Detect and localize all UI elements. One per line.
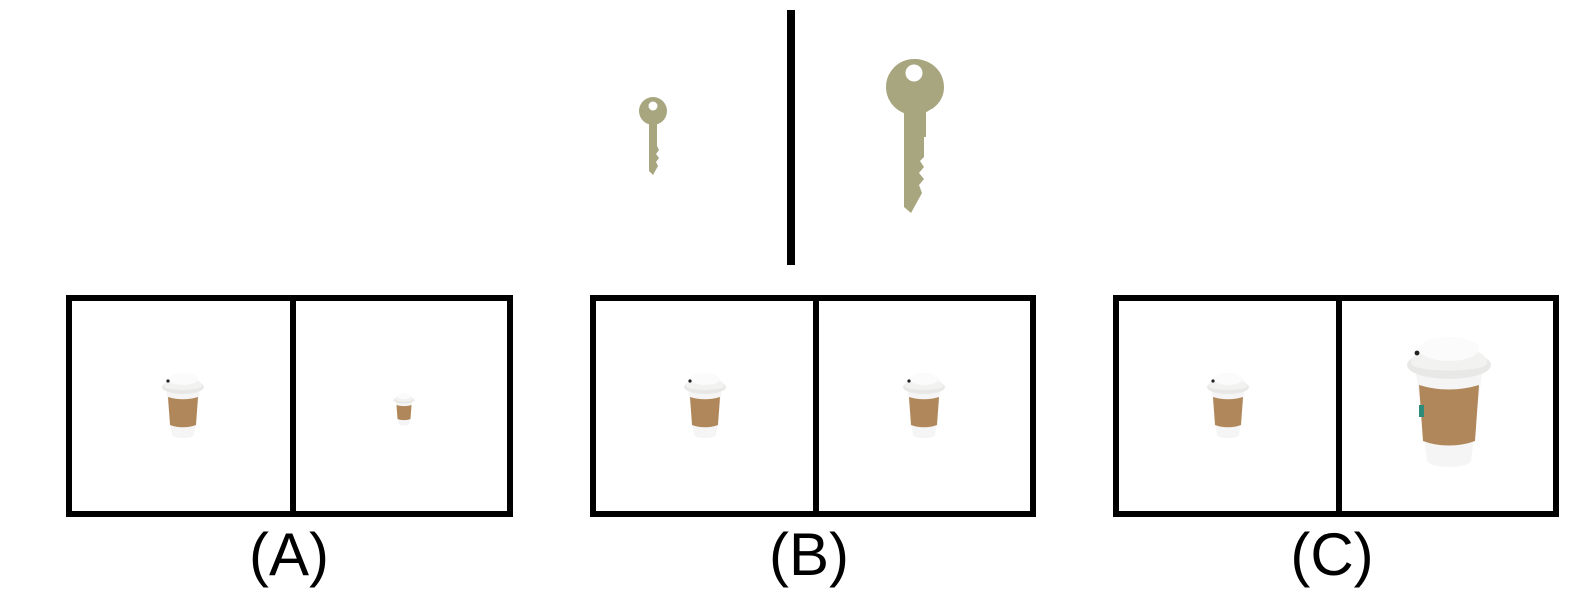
option-c-label[interactable]: (C) [1290, 521, 1374, 588]
center-divider [787, 10, 795, 265]
cup-small-icon [393, 393, 415, 426]
option-a-divider [290, 301, 296, 511]
cup-medium-icon [684, 373, 726, 438]
small-key-icon [639, 97, 667, 175]
large-key-icon [886, 59, 944, 213]
cup-medium-icon [903, 373, 945, 438]
option-a-box[interactable] [66, 295, 513, 517]
cup-medium-icon [162, 373, 204, 438]
option-c-box[interactable] [1113, 295, 1559, 517]
option-b-divider [813, 301, 819, 511]
option-a-label[interactable]: (A) [249, 521, 329, 588]
cup-large-icon [1407, 337, 1491, 467]
cup-medium-icon [1207, 373, 1249, 438]
option-c-divider [1336, 301, 1342, 511]
option-b-label[interactable]: (B) [769, 521, 849, 588]
option-b-box[interactable] [590, 295, 1036, 517]
